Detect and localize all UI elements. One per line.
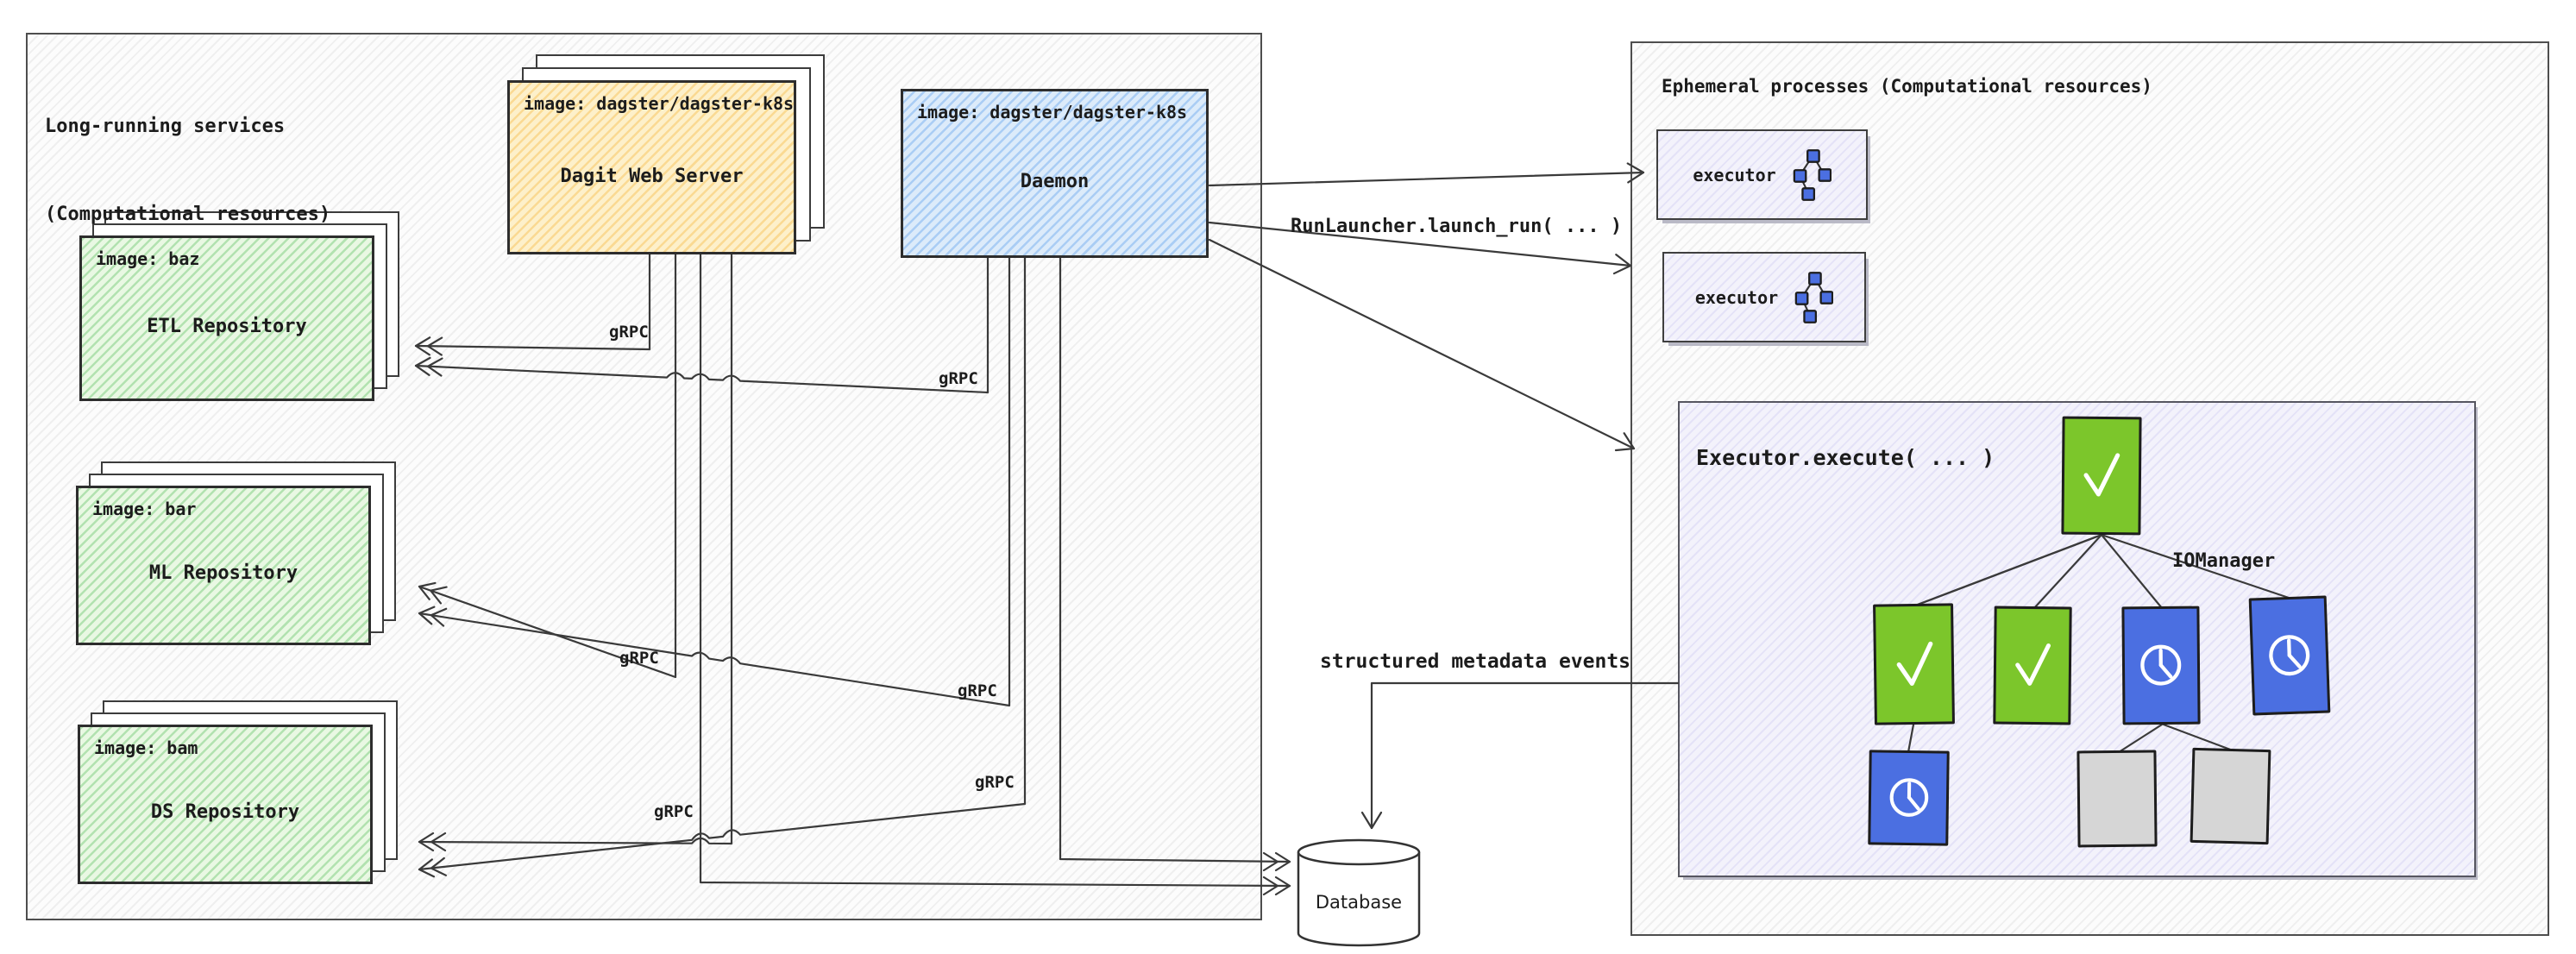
op-node-child-2 — [1993, 606, 2072, 725]
ml-repository-box: image: bar ML Repository — [76, 486, 371, 645]
check-icon — [1896, 641, 1932, 686]
daemon-name: Daemon — [1020, 171, 1090, 192]
metadata-events-label: structured metadata events — [1320, 650, 1631, 673]
arrowhead-exec2 — [1612, 254, 1632, 275]
tree-edge — [1909, 535, 2099, 609]
wire-metadata-events — [1370, 681, 1680, 830]
run-launcher-label: RunLauncher.launch_run( ... ) — [1291, 216, 1623, 237]
dagit-web-server-box: image: dagster/dagster-k8s Dagit Web Ser… — [507, 80, 796, 254]
executor-execute-title: Executor.execute( ... ) — [1696, 445, 1995, 470]
ml-image-label: image: bar — [92, 499, 197, 519]
tree-edge — [2033, 533, 2103, 610]
op-node-child-4 — [2248, 595, 2331, 716]
etl-name: ETL Repository — [147, 316, 307, 337]
grpc-label-dagit-ml: gRPC — [619, 649, 659, 668]
clock-icon — [2140, 644, 2182, 686]
wire-runlauncher-exec3 — [1208, 238, 1636, 450]
executor-1-label: executor — [1693, 164, 1776, 185]
arrowhead-exec1 — [1626, 162, 1645, 184]
iomanager-label: IOManager — [2172, 550, 2276, 572]
database-label: Database — [1315, 892, 1403, 913]
clock-icon — [1889, 778, 1928, 818]
etl-image-label: image: baz — [96, 248, 200, 269]
right-panel-title: Ephemeral processes (Computational resou… — [1662, 76, 2152, 97]
op-node-child-1 — [1873, 603, 1955, 725]
tree-edge — [2100, 533, 2164, 610]
wire-daemon-etl — [414, 256, 990, 394]
left-panel-title: Long-running services (Computational res… — [45, 53, 330, 288]
database-cylinder — [1297, 838, 1421, 947]
daemon-image-label: image: dagster/dagster-k8s — [917, 102, 1188, 122]
wire-daemon-ds — [418, 256, 1027, 871]
wire-dagit-ds — [418, 253, 733, 845]
op-node-grandchild-2 — [2077, 750, 2158, 848]
tree-edge — [1907, 723, 1915, 754]
clock-icon — [2269, 635, 2310, 676]
arrowhead-exec3 — [1614, 432, 1636, 452]
arrowhead-ml-lower — [418, 606, 448, 627]
tree-edge — [2162, 723, 2234, 752]
check-icon — [2083, 453, 2120, 497]
ds-repository-box: image: bam DS Repository — [78, 725, 373, 884]
left-panel-title-line2: (Computational resources) — [45, 204, 331, 225]
wire-dagit-ml — [418, 253, 677, 679]
dagit-name: Dagit Web Server — [560, 166, 744, 187]
arrowhead-ml-upper — [418, 581, 448, 605]
grpc-label-dagit-ds: gRPC — [654, 802, 694, 821]
arrowhead-db-lower — [1262, 876, 1291, 896]
wire-runlauncher-exec1 — [1208, 171, 1645, 187]
grpc-label-dagit-etl: gRPC — [609, 323, 649, 342]
ml-name: ML Repository — [148, 562, 298, 584]
op-node-child-3 — [2121, 606, 2201, 725]
dagit-image-label: image: dagster/dagster-k8s — [524, 93, 795, 114]
op-node-grandchild-1 — [1868, 750, 1950, 846]
executor-box-2: executor — [1662, 252, 1866, 342]
check-icon — [2015, 643, 2051, 687]
wire-daemon-db — [1059, 256, 1291, 863]
arrowhead-ds-lower — [418, 857, 447, 878]
grpc-label-daemon-ml: gRPC — [958, 681, 997, 700]
executor-2-label: executor — [1694, 286, 1779, 308]
dag-icon — [1794, 271, 1834, 323]
arrowhead-db-upper — [1262, 851, 1291, 872]
op-node-root — [2061, 416, 2142, 536]
grpc-label-daemon-ds: gRPC — [975, 773, 1015, 792]
etl-repository-box: image: baz ETL Repository — [79, 235, 374, 401]
op-node-grandchild-3 — [2190, 747, 2271, 845]
tree-edge-iomanager — [2100, 533, 2293, 600]
arrowhead-metadata — [1360, 811, 1383, 830]
wire-dagit-etl — [414, 253, 651, 351]
left-panel-title-line1: Long-running services — [45, 116, 286, 137]
tree-edge — [2117, 723, 2164, 754]
arrowhead-etl-upper — [414, 336, 443, 356]
wire-dagit-db — [699, 253, 1291, 888]
executor-box-1: executor — [1656, 129, 1868, 220]
wire-daemon-ml — [418, 256, 1011, 707]
ds-name: DS Repository — [150, 801, 300, 823]
wire-runlauncher-exec2 — [1208, 221, 1632, 267]
ds-image-label: image: bam — [94, 737, 198, 758]
daemon-box: image: dagster/dagster-k8s Daemon — [901, 89, 1209, 258]
dag-icon — [1793, 148, 1831, 201]
arrowhead-etl-lower — [414, 356, 443, 377]
grpc-label-daemon-etl: gRPC — [939, 369, 978, 388]
arrowhead-ds-upper — [418, 832, 447, 852]
